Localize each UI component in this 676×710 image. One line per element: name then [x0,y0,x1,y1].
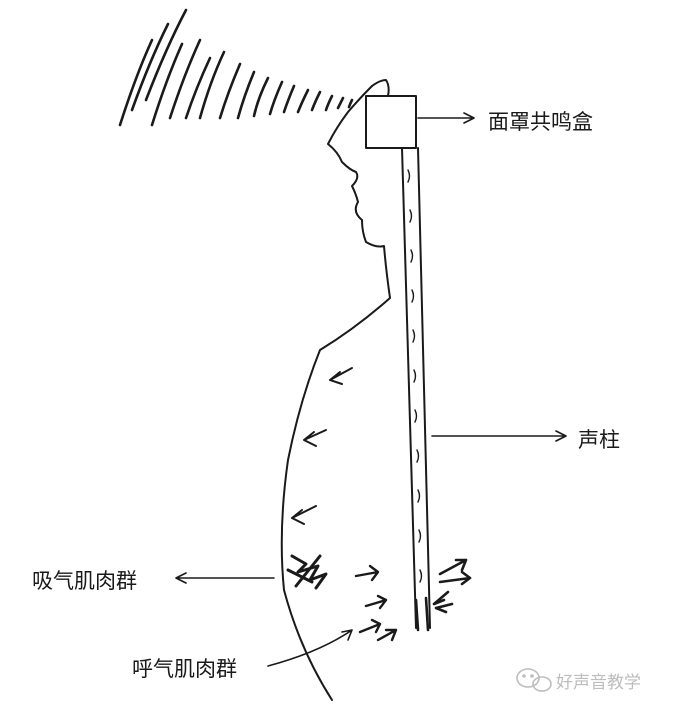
sound-waves [118,8,354,127]
head-top [371,79,390,97]
exhale-muscle-arrows [354,564,398,642]
mask-resonator-label: 面罩共鸣盒 [488,110,593,134]
inhale-muscles-label: 吸气肌肉群 [32,569,137,593]
mask-resonance-box [365,95,417,149]
exhale-muscles-label: 呼气肌肉群 [132,657,237,681]
belly-arrows [291,367,353,525]
body-outline [280,85,391,701]
inhale-muscle-group [286,554,328,590]
wechat-icon [516,668,552,692]
sound-column [401,147,431,632]
sound-column-label: 声柱 [578,428,620,452]
watermark-text: 好声音教学 [556,673,641,693]
callout-lines [175,112,567,667]
column-base-arrows [432,558,472,614]
